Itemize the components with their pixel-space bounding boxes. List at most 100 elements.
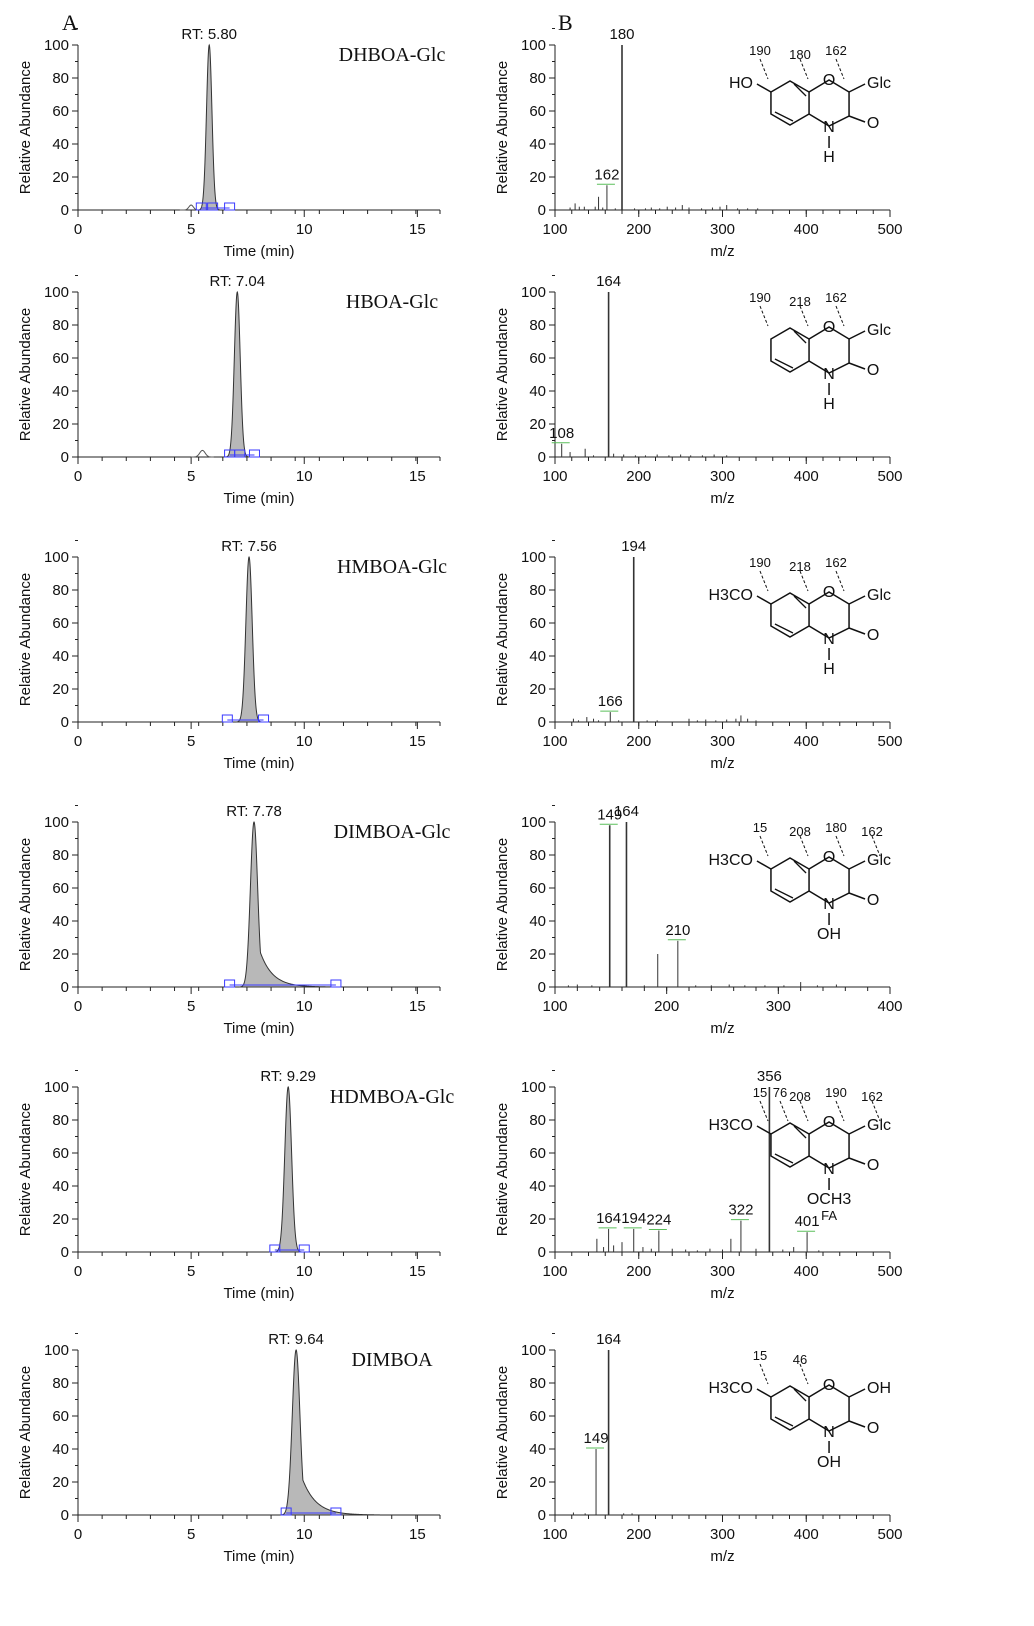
carbonyl-bond [848,892,866,900]
peak-label: 108 [549,425,574,442]
x-tick-label: 100 [542,998,567,1015]
fragment-arrow [759,1363,769,1385]
x-tick-label: 0 [74,733,82,750]
ring-double-bond [774,623,794,634]
y-tick-label: 80 [52,70,69,87]
ring-double-bond [774,1153,794,1164]
ring-nitrogen-label: N [823,896,835,913]
peak-label: 322 [728,1202,753,1219]
c2-bond [848,83,866,93]
y-tick-label: 100 [521,1079,546,1096]
x-tick-label: 200 [626,733,651,750]
n-substituent-label: H [823,396,835,413]
y-tick-label: 100 [521,284,546,301]
x-axis-title: Time (min) [223,1020,294,1037]
y-tick-label: 60 [52,880,69,897]
y-tick-label: 0 [538,714,546,731]
peak-label: 164 [614,803,639,820]
baseline-marker [234,449,246,458]
baseline-marker [195,202,207,211]
x-tick-label: 10 [296,1263,313,1280]
y-tick-label: 60 [52,1145,69,1162]
carbonyl-oxygen-label: O [867,362,879,379]
peak-label: 149 [584,1430,609,1447]
x-tick-label: 500 [877,1263,902,1280]
o-substituent-label: Glc [867,322,891,339]
carbonyl-oxygen-label: O [867,1420,879,1437]
oxazine-ring [808,79,850,127]
n-substituent-label: H [823,149,835,166]
fragment-arrow [759,1100,769,1122]
fragment-label: 162 [861,1089,883,1104]
ring-double-bond [793,595,807,609]
retention-time-label: RT: 7.78 [226,803,282,820]
y-tick-label: 20 [529,946,546,963]
baseline-marker [207,202,219,211]
x-tick-label: 200 [626,1263,651,1280]
baseline-marker [298,1244,310,1253]
n-substituent-label: H [823,661,835,678]
peak-label: 180 [609,26,634,43]
y-tick-label: 40 [52,1441,69,1458]
x-tick-label: 200 [626,1526,651,1543]
y-axis-title: Relative Abundance [494,61,511,194]
baseline-marker [224,979,236,988]
y-tick-label: 100 [44,814,69,831]
x-tick-label: 300 [766,998,791,1015]
x-tick-label: 0 [74,468,82,485]
x-tick-label: 500 [877,468,902,485]
y-tick-label: 0 [538,202,546,219]
y-tick-label: 40 [529,913,546,930]
x-tick-label: 400 [794,468,819,485]
y-tick-label: 80 [529,70,546,87]
y-axis-title: Relative Abundance [494,573,511,706]
c2-bond [848,330,866,340]
ring-oxygen-label: O [823,849,835,866]
benzene-ring [770,592,810,638]
y-tick-label: 40 [529,136,546,153]
fragment-label: 162 [825,555,847,570]
y-axis-title: Relative Abundance [494,1366,511,1499]
y-tick-label: 40 [529,1441,546,1458]
fragment-arrow [799,305,809,327]
x-tick-label: 500 [877,1526,902,1543]
panel-letter-a: A [62,10,78,35]
ring-double-bond [793,860,807,874]
c2-bond [848,1388,866,1398]
carbonyl-oxygen-label: O [867,627,879,644]
y-tick-label: 80 [529,582,546,599]
ring-nitrogen-label: N [823,1161,835,1178]
ring-nitrogen-label: N [823,1424,835,1441]
minor-peak [179,204,203,211]
x-tick-label: 400 [794,1526,819,1543]
x-tick-label: 300 [710,733,735,750]
oxazine-ring [808,1384,850,1432]
y-tick-label: 20 [52,169,69,186]
fragment-label: 190 [749,555,771,570]
y-tick-label: 0 [538,1507,546,1524]
y-axis-title: Relative Abundance [17,308,34,441]
x-tick-label: 15 [409,221,426,238]
y-tick-label: 60 [52,615,69,632]
benzene-ring [770,1122,810,1168]
carbonyl-bond [848,627,866,635]
y-tick-label: 60 [529,1408,546,1425]
compound-name: HDMBOA-Glc [330,1086,455,1108]
extra-fragment-label: FA [821,1208,837,1223]
x-tick-label: 10 [296,998,313,1015]
n-substituent-label: OCH3 [807,1191,852,1208]
baseline-marker [330,979,342,988]
y-tick-label: 20 [529,169,546,186]
x-tick-label: 300 [710,468,735,485]
peak-area [239,821,332,988]
x-axis-title: m/z [710,1548,734,1565]
x-tick-label: 200 [654,998,679,1015]
y-tick-label: 20 [52,681,69,698]
y-tick-label: 60 [529,1145,546,1162]
